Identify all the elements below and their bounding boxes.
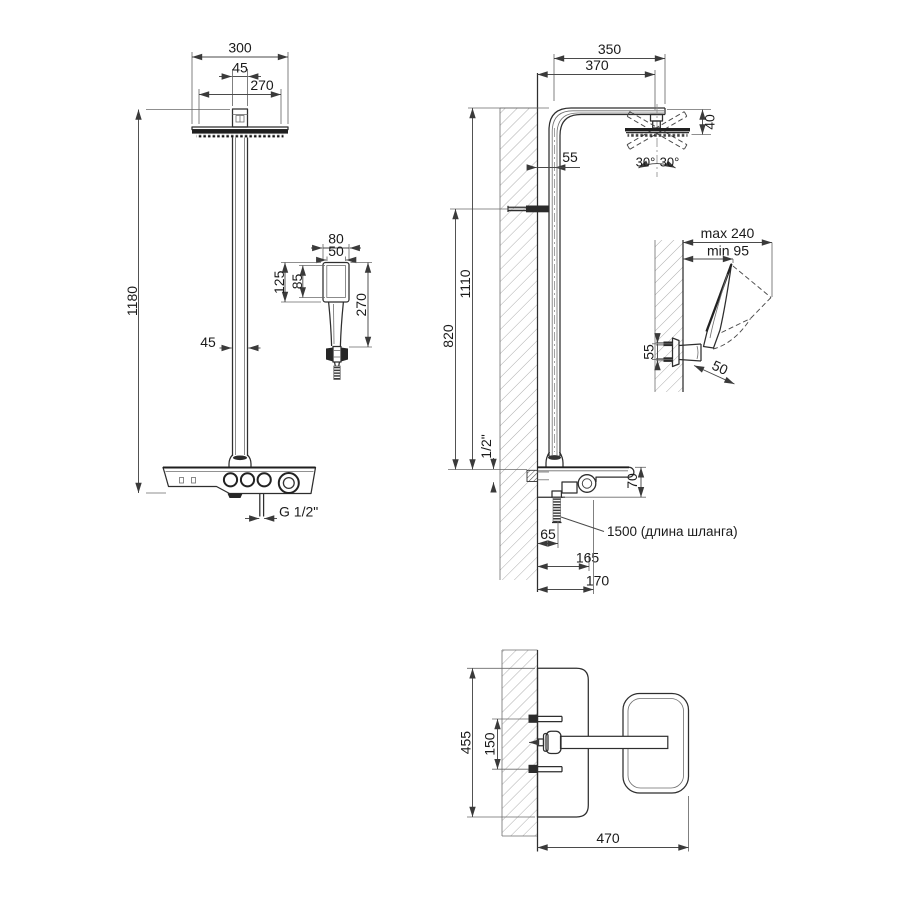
hand-shower-hose <box>333 365 341 380</box>
dim-outlet-thread: G 1/2" <box>279 504 318 520</box>
dim-mount-spacing: 55 <box>641 344 657 360</box>
hand-shower-detail: 80 50 125 85 270 <box>271 231 372 380</box>
dim-hand-total-length: 270 <box>353 293 369 317</box>
dim-hand-head-width: 80 <box>328 231 344 247</box>
shower-column-front <box>228 137 252 468</box>
dim-spray-width: 270 <box>250 77 274 93</box>
mount-brackets-top <box>528 714 563 773</box>
dim-head-height: 40 <box>702 114 718 130</box>
dim-head-width: 300 <box>228 40 252 56</box>
dim-holder-width: 50 <box>710 357 731 378</box>
dim-hand-spray-length: 85 <box>289 274 305 290</box>
dim-mount-spacing-top: 150 <box>482 732 498 756</box>
dim-column-width: 45 <box>200 334 216 350</box>
hose-length-note: 1500 (длина шланга) <box>607 524 738 539</box>
top-dimensions: 455 150 470 <box>458 667 689 852</box>
dim-shelf-length: 455 <box>458 731 474 755</box>
hand-shower-body <box>322 261 350 380</box>
dim-hand-head-length: 125 <box>271 270 287 294</box>
dim-shelf-height: 70 <box>624 473 640 489</box>
dim-arm-length: 350 <box>598 41 622 57</box>
supply-pipe-front <box>259 493 265 517</box>
side-view: 30° 30° 350 370 <box>440 41 738 594</box>
dim-height-to-bracket: 820 <box>440 324 456 348</box>
shower-column-side <box>545 107 666 468</box>
dim-head-to-wall: 370 <box>585 57 609 73</box>
dim-height-to-arm: 1110 <box>457 269 473 298</box>
holder-dimensions: max 240 min 95 55 50 <box>641 225 773 385</box>
front-view: 300 45 270 1180 45 G 1/2" <box>124 40 318 522</box>
dim-column-to-wall: 55 <box>562 149 578 165</box>
wall-side <box>499 73 539 592</box>
overhead-shower-front <box>191 108 289 138</box>
dim-max-distance: max 240 <box>701 225 755 241</box>
temperature-knob-side <box>577 474 597 493</box>
overhead-shower-side: 30° 30° <box>625 104 690 177</box>
dim-total-height: 1180 <box>124 286 140 316</box>
shelf-top <box>536 667 589 818</box>
supply-connection-side <box>526 469 549 482</box>
hand-shower-dimensions: 80 50 125 85 270 <box>271 231 372 348</box>
dim-hand-spray-width: 50 <box>328 243 344 259</box>
wall-top <box>501 649 539 852</box>
dim-tilt-left: 30° <box>636 155 656 170</box>
dim-joint-width: 45 <box>232 60 248 76</box>
dim-hose-to-wall: 65 <box>540 526 556 542</box>
dim-supply-thread: 1/2" <box>478 434 494 458</box>
dim-tilt-right: 30° <box>660 155 680 170</box>
arm-top <box>529 730 669 755</box>
front-dimensions: 300 45 270 1180 45 G 1/2" <box>124 40 318 522</box>
dim-min-distance: min 95 <box>707 243 749 259</box>
hand-shower-holder-front <box>332 345 342 363</box>
temperature-knob-front <box>277 472 300 494</box>
top-view: 455 150 470 <box>458 649 690 852</box>
dim-shelf-depth: 165 <box>576 550 600 566</box>
dim-total-depth: 470 <box>596 830 620 846</box>
holder-detail-view: max 240 min 95 55 50 <box>641 225 773 392</box>
wall-detail <box>654 240 684 392</box>
shelf-front <box>162 466 317 498</box>
hose-side <box>552 496 561 523</box>
shelf-side <box>537 466 635 524</box>
dim-shelf-depth-total: 170 <box>586 573 610 589</box>
side-dimensions: 350 370 40 55 1110 820 1/2" <box>440 41 738 594</box>
